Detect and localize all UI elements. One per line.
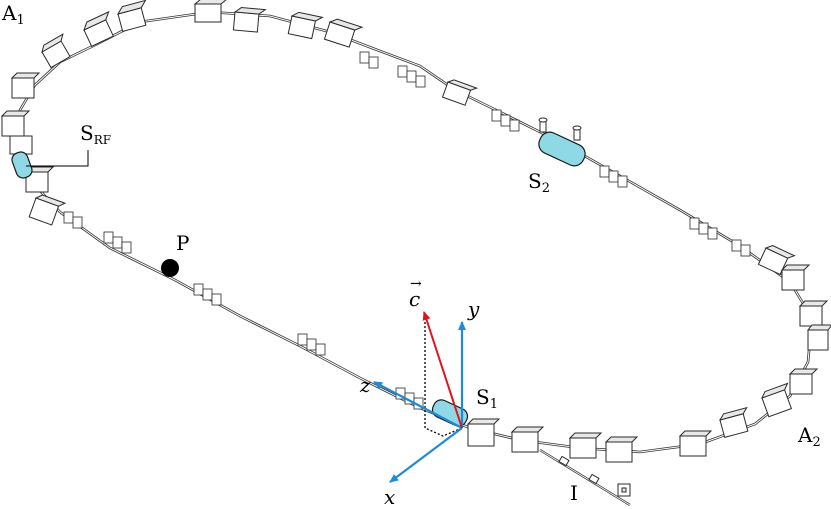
quadrupole-magnet [315, 343, 326, 356]
label-s1: S1 [476, 385, 498, 412]
label-srf: SRF [80, 121, 111, 147]
dipole-magnet [41, 33, 71, 69]
quadrupole-clusters [63, 51, 751, 410]
quadrupole-magnet [202, 288, 213, 301]
dipole-magnet [568, 432, 603, 459]
quadrupole-magnet [306, 338, 317, 351]
dipole-magnet [323, 18, 364, 48]
solenoid-srf [11, 151, 33, 179]
solenoid-s1 [431, 399, 469, 427]
label-axis-x: x [384, 485, 395, 509]
label-axis-z: z [359, 373, 371, 397]
label-i: I [570, 481, 578, 505]
c-vector-projection [424, 318, 463, 437]
svg-text:→: → [410, 276, 422, 292]
dipole-magnet [678, 430, 713, 457]
quadrupole-magnet [509, 119, 520, 132]
dipole-magnet [287, 11, 324, 40]
dipole-magnet [761, 382, 793, 418]
quadrupole-magnet [193, 283, 204, 296]
quadrupole-magnet [112, 236, 123, 249]
dipole-magnet [466, 418, 501, 447]
dipole-magnet [116, 0, 147, 32]
quadrupole-magnet [406, 70, 417, 83]
quadrupole-magnet [491, 109, 502, 122]
dipole-magnet [83, 10, 115, 47]
label-axis-y: y [467, 297, 480, 321]
dipole-magnet [798, 300, 829, 327]
dipole-magnet [757, 245, 796, 276]
point-p [161, 259, 179, 277]
dipole-magnet [806, 324, 831, 351]
dipole-magnet [718, 406, 749, 438]
dipole-magnet [0, 110, 31, 137]
quadrupole-magnet [72, 216, 83, 229]
quadrupole-magnet [500, 114, 511, 127]
label-a1: A1 [1, 1, 25, 28]
injection-line [539, 449, 631, 506]
quadrupole-magnet [368, 56, 379, 69]
quadrupole-magnet [689, 217, 700, 230]
quadrupole-magnet [617, 175, 628, 188]
dipole-magnet [510, 426, 545, 453]
dipole-magnets [0, 0, 831, 463]
label-axis-c: c → [409, 276, 422, 311]
quadrupole-magnet [103, 231, 114, 244]
quadrupole-magnet [359, 51, 370, 64]
axes-group [373, 311, 466, 483]
dipole-magnet [9, 135, 33, 155]
quadrupole-magnet [731, 239, 742, 252]
srf-leader-line [26, 150, 89, 167]
quadrupole-magnet [707, 227, 718, 240]
dipole-magnet [193, 0, 227, 23]
quadrupole-magnet [397, 65, 408, 78]
dipole-magnet [441, 79, 479, 106]
label-a2: A2 [797, 423, 821, 450]
quadrupole-magnet [211, 293, 222, 306]
quadrupole-magnet [121, 241, 132, 254]
x-axis-arrow [389, 427, 463, 483]
quadrupole-magnet [415, 75, 426, 88]
label-s2: S2 [528, 169, 550, 196]
solenoid-s2 [538, 117, 586, 167]
quadrupole-magnet [698, 222, 709, 235]
svg-text:c: c [409, 287, 420, 311]
dipole-magnet [788, 368, 819, 395]
quadrupole-magnet [63, 211, 74, 224]
c-vector-arrow [422, 311, 463, 429]
quadrupole-magnet [608, 170, 619, 183]
quadrupole-magnet [297, 333, 308, 346]
quadrupole-magnet [599, 165, 610, 178]
dipole-magnet [604, 436, 639, 463]
dipole-magnet [232, 7, 267, 33]
dipole-magnet [24, 166, 55, 193]
z-axis-arrow [373, 381, 463, 429]
quadrupole-magnet [740, 244, 751, 257]
dipole-magnet [780, 264, 811, 291]
dipole-magnet [10, 72, 41, 99]
label-p: P [176, 231, 189, 255]
dipole-magnet [28, 194, 67, 226]
